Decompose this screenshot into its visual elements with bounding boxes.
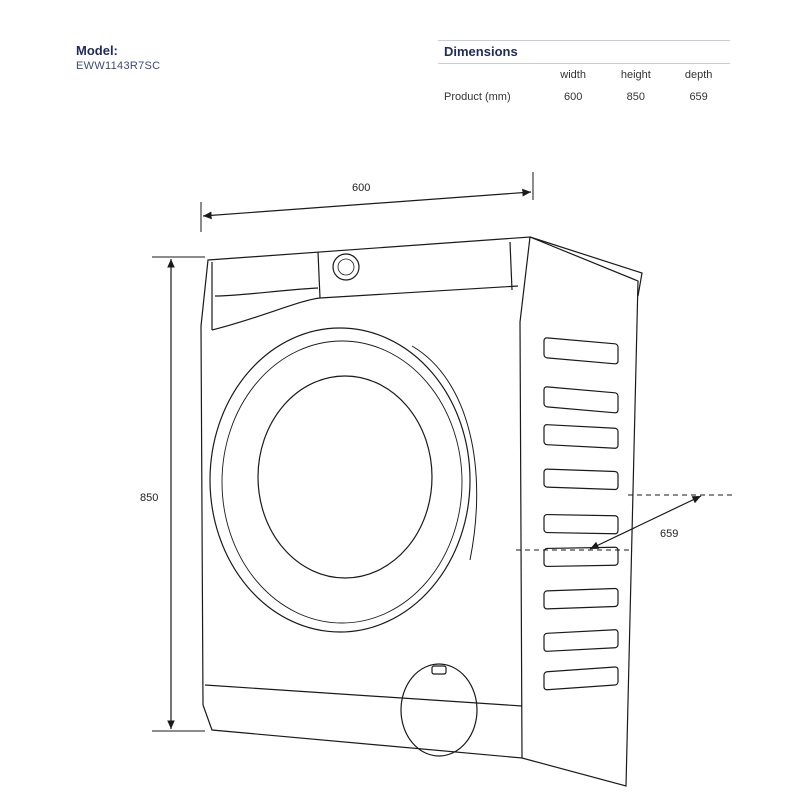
- width-dimension: 600: [200, 172, 534, 232]
- door-hinge-curve: [411, 345, 478, 561]
- vent-slot: [543, 546, 619, 568]
- vent-slot: [543, 468, 619, 491]
- door-inner-ring: [221, 340, 463, 624]
- height-dimension: 850: [140, 256, 205, 732]
- side-face: [521, 236, 639, 787]
- value-depth: 659: [689, 91, 708, 103]
- depth-arrow: [589, 495, 702, 550]
- height-label: 850: [140, 492, 158, 504]
- front-face: [200, 236, 531, 759]
- model-block: Model: EWW1143R7SC: [76, 43, 160, 72]
- filter-cover: [400, 663, 478, 757]
- detergent-drawer: [214, 287, 319, 297]
- dimensions-header-row: width height depth: [438, 64, 730, 86]
- dimensions-table-block: Dimensions width height depth Product (m…: [438, 40, 730, 108]
- vent-slot: [543, 666, 619, 691]
- program-dial: [332, 253, 360, 281]
- vent-slot: [543, 587, 619, 610]
- value-width: 600: [563, 91, 583, 103]
- machine-body: [200, 236, 643, 787]
- vent-slot: [543, 513, 619, 535]
- vent-slot: [543, 424, 619, 449]
- control-panel: [211, 262, 519, 331]
- plinth-line: [204, 684, 523, 707]
- vent-slot: [543, 337, 619, 365]
- column-header-height: height: [620, 69, 651, 81]
- value-height: 850: [626, 91, 646, 103]
- width-label: 600: [352, 182, 370, 194]
- width-arrow: [202, 188, 532, 220]
- door-outer-ring: [209, 327, 471, 633]
- column-header-depth: depth: [684, 69, 713, 81]
- side-vents: [543, 337, 619, 691]
- filter-tab: [431, 665, 447, 675]
- vent-slot: [543, 386, 619, 414]
- row-label-product: Product (mm): [444, 91, 511, 103]
- depth-dimension: 659: [516, 494, 736, 551]
- column-header-width: width: [560, 69, 586, 81]
- dimensions-title: Dimensions: [438, 40, 730, 64]
- vent-slot: [543, 629, 619, 652]
- dimensions-table: width height depth Product (mm) 600 850 …: [438, 64, 730, 108]
- door-glass: [257, 375, 433, 579]
- model-number: EWW1143R7SC: [76, 60, 161, 72]
- depth-label: 659: [660, 528, 678, 540]
- model-label: Model:: [76, 43, 118, 58]
- table-row: Product (mm) 600 850 659: [438, 86, 730, 108]
